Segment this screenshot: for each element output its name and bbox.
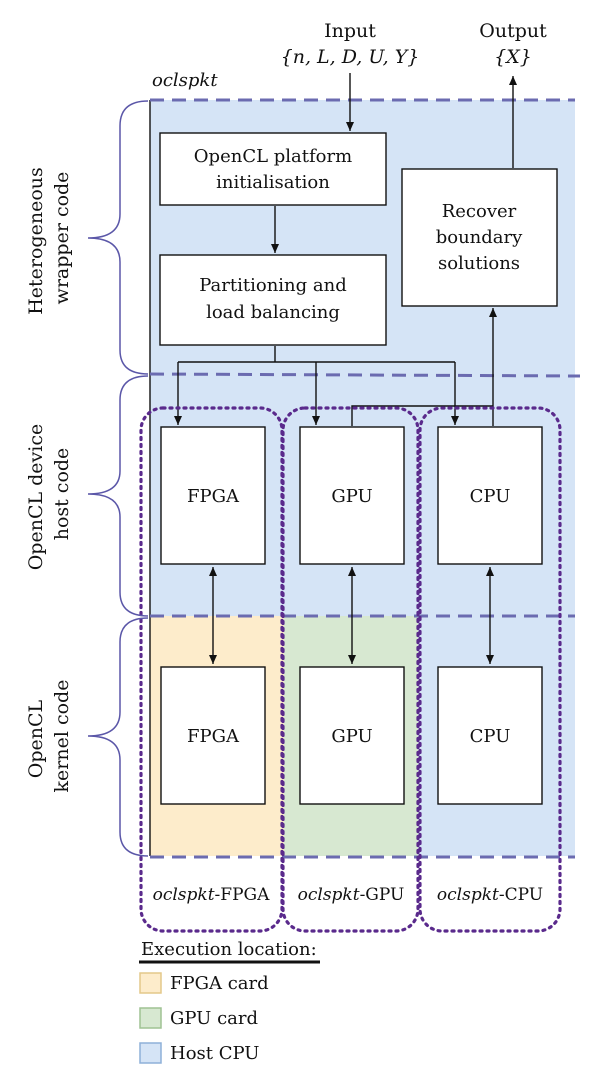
legend-swatch-host: [139, 1042, 162, 1064]
section-wrapper-label: Heterogeneous wrapper code: [25, 161, 73, 315]
init-box: [159, 132, 387, 206]
variant-cpu-outline: [418, 406, 562, 933]
recover-box-line1: Recover: [442, 201, 517, 222]
partition-box: [159, 254, 387, 346]
output-variables: {X}: [494, 46, 532, 68]
partition-box-line1: Partitioning and: [199, 275, 347, 296]
brace-wrapper: [87, 100, 149, 375]
legend-label-host: Host CPU: [170, 1043, 259, 1064]
brace-kernel: [87, 617, 149, 857]
section-kernel-label: OpenCL kernel code: [25, 680, 73, 793]
init-box-line2: initialisation: [216, 172, 330, 193]
kernel-fpga-box: [160, 666, 266, 805]
host-fpga-box: [160, 426, 266, 565]
input-variables: {n, L, D, U, Y}: [281, 46, 420, 68]
legend-label-fpga: FPGA card: [170, 973, 269, 994]
variant-gpu-label: oclspkt-GPU: [298, 885, 405, 905]
input-label: Input: [324, 20, 376, 42]
legend-label-gpu: GPU card: [170, 1008, 258, 1029]
collection-lines: [351, 405, 493, 426]
host-cpu-box: [437, 426, 543, 565]
host-gpu-box: [299, 426, 405, 565]
init-box-line1: OpenCL platform: [194, 146, 352, 167]
legend-swatch-fpga: [139, 972, 162, 994]
host-gpu-label: GPU: [331, 486, 372, 507]
wrapper-name: oclspkt: [152, 70, 218, 91]
output-label: Output: [479, 20, 547, 42]
kernel-gpu-label: GPU: [331, 726, 372, 747]
host-cpu-label: CPU: [470, 486, 511, 507]
recover-box-line3: solutions: [438, 253, 520, 274]
legend-swatch-gpu: [139, 1007, 162, 1029]
variant-fpga-label: oclspkt-FPGA: [153, 885, 270, 905]
brace-host: [87, 375, 149, 617]
partition-box-line2: load balancing: [206, 302, 340, 323]
legend-title: Execution location:: [141, 939, 317, 960]
recover-box: [401, 168, 558, 307]
section-host-label: OpenCL device host code: [25, 418, 73, 571]
host-fpga-label: FPGA: [187, 486, 240, 507]
recover-box-line2: boundary: [436, 227, 523, 248]
kernel-cpu-label: CPU: [470, 726, 511, 747]
kernel-cpu-box: [437, 666, 543, 805]
variant-cpu-label: oclspkt-CPU: [437, 885, 543, 905]
divider-wrapper-host: [149, 372, 581, 378]
kernel-fpga-label: FPGA: [187, 726, 240, 747]
variant-gpu-outline: [281, 406, 420, 933]
kernel-gpu-box: [299, 666, 405, 805]
